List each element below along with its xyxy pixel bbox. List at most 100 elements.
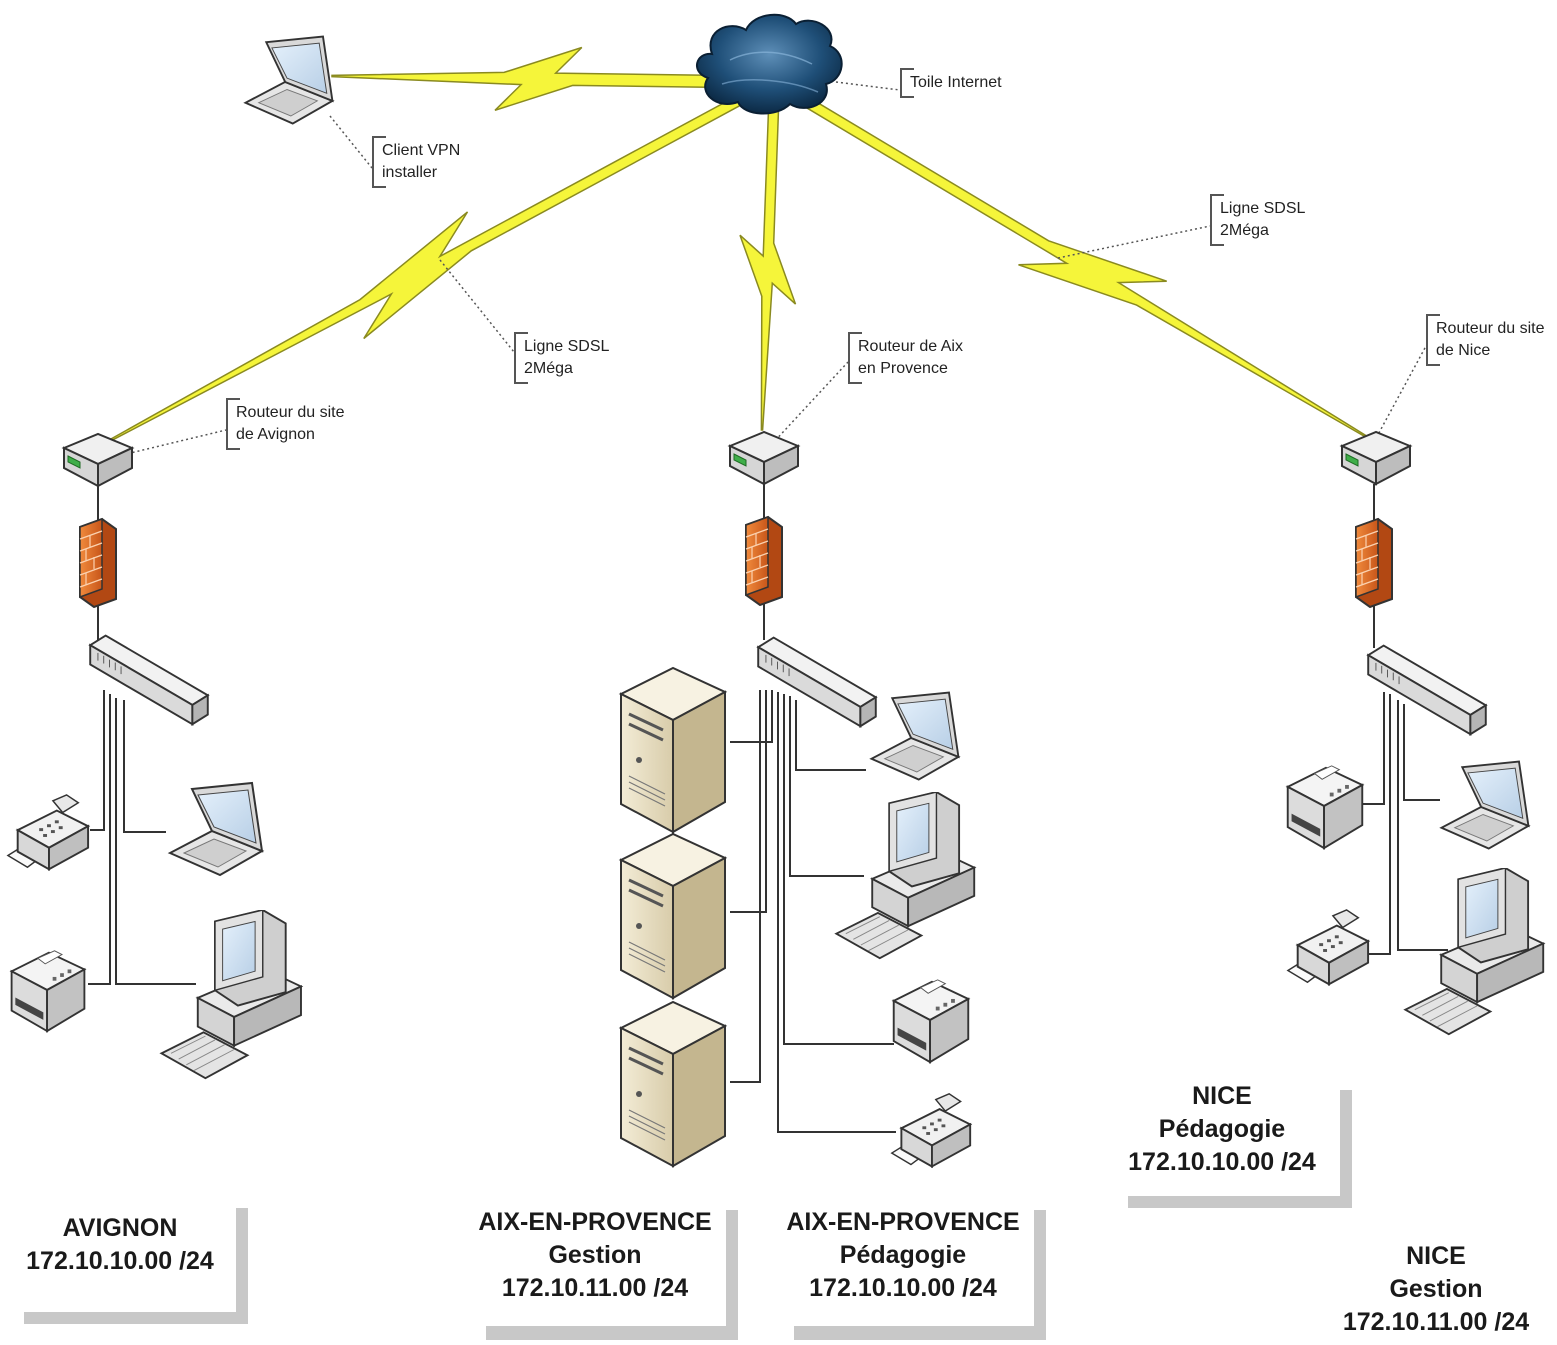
router-aix-icon — [729, 431, 799, 485]
bracket-nice-pedagogie — [1340, 1090, 1352, 1208]
server-aix-2-icon — [619, 832, 727, 1000]
printer-avignon-icon — [10, 949, 86, 1033]
cable-aix-desktop — [789, 696, 864, 877]
router-nice-icon — [1341, 431, 1411, 485]
callout-router-nice: Routeur du site de Nice — [1426, 314, 1545, 366]
cable-nice-laptop — [1403, 704, 1440, 801]
cable-avignon-laptop — [123, 700, 166, 833]
callout-internet-line1: Toile Internet — [910, 74, 1002, 91]
cable-avignon-fax — [90, 690, 105, 831]
callout-router-nice-line2: de Nice — [1436, 342, 1491, 359]
bracket-aix-gestion-base — [486, 1326, 738, 1340]
cable-nice-printer — [1360, 692, 1385, 805]
callout-router-aix-line2: en Provence — [858, 360, 948, 377]
site-aix-pedagogie-segment: Pédagogie — [839, 1241, 967, 1269]
cable-avignon-printer — [88, 694, 111, 985]
firewall-nice-icon — [1354, 517, 1394, 608]
callout-sdsl-left: Ligne SDSL 2Méga — [514, 332, 609, 384]
site-nice-pedagogie-name: NICE — [1192, 1082, 1252, 1110]
leader-router-avignon — [117, 429, 227, 457]
bracket-nice-pedagogie-base — [1128, 1196, 1352, 1208]
leader-router-aix — [771, 361, 849, 445]
site-label-aix-pedagogie: AIX-EN-PROVENCE Pédagogie 172.10.10.00 /… — [778, 1206, 1028, 1305]
wan-link-nice — [786, 86, 1374, 442]
site-nice-pedagogie-segment: Pédagogie — [1158, 1115, 1286, 1143]
internet-cloud-icon — [696, 13, 843, 115]
printer-aix-icon — [892, 978, 970, 1064]
site-aix-gestion-subnet: 172.10.11.00 /24 — [501, 1274, 689, 1302]
bracket-aix-gestion — [726, 1210, 738, 1340]
cable-nice-desktop — [1397, 700, 1448, 951]
callout-router-avignon-line1: Routeur du site — [236, 404, 345, 421]
site-label-nice-pedagogie: NICE Pédagogie 172.10.10.00 /24 — [1122, 1080, 1322, 1179]
desktop-nice-icon — [1404, 868, 1545, 1036]
callout-router-avignon: Routeur du site de Avignon — [226, 398, 345, 450]
cable-aix-server2 — [730, 690, 767, 913]
site-aix-pedagogie-subnet: 172.10.10.00 /24 — [809, 1274, 997, 1302]
site-nice-pedagogie-subnet: 172.10.10.00 /24 — [1128, 1148, 1316, 1176]
callout-sdsl-left-line2: 2Méga — [524, 360, 573, 377]
switch-avignon-icon — [89, 634, 209, 726]
laptop-nice-icon — [1440, 760, 1530, 850]
wan-links — [94, 46, 1374, 450]
cable-avignon-desktop — [115, 698, 196, 985]
bracket-avignon — [236, 1208, 248, 1324]
site-aix-gestion-name: AIX-EN-PROVENCE — [478, 1208, 712, 1236]
callout-leaders — [117, 81, 1427, 457]
site-aix-gestion-segment: Gestion — [548, 1241, 642, 1269]
lan-cabling — [88, 484, 1448, 1133]
leader-sdsl-right — [1057, 225, 1211, 259]
callout-client-vpn: Client VPN installer — [372, 136, 460, 188]
leader-internet — [835, 81, 901, 91]
bracket-aix-pedagogie — [1034, 1210, 1046, 1340]
callout-client-vpn-line2: installer — [382, 164, 438, 181]
callout-router-aix-line1: Routeur de Aix — [858, 338, 963, 355]
callout-router-avignon-line2: de Avignon — [236, 426, 315, 443]
leader-client-vpn — [329, 115, 373, 169]
cable-nice-fax — [1364, 694, 1391, 955]
site-avignon-subnet: 172.10.10.00 /24 — [26, 1247, 214, 1275]
vpn-client-laptop-icon — [244, 35, 334, 125]
printer-nice-icon — [1286, 764, 1364, 850]
laptop-aix-icon — [870, 691, 960, 781]
laptop-avignon-icon — [168, 781, 264, 877]
callout-internet: Toile Internet — [900, 68, 1002, 98]
cable-aix-server3 — [730, 690, 761, 1083]
wan-link-aix — [739, 95, 797, 431]
switch-aix-icon — [757, 636, 877, 728]
site-nice-gestion-segment: Gestion — [1389, 1275, 1483, 1303]
site-aix-pedagogie-name: AIX-EN-PROVENCE — [786, 1208, 1020, 1236]
callout-client-vpn-line1: Client VPN — [382, 142, 461, 159]
bracket-aix-pedagogie-base — [794, 1326, 1046, 1340]
callout-router-aix: Routeur de Aix en Provence — [848, 332, 963, 384]
site-nice-gestion-subnet: 172.10.11.00 /24 — [1342, 1308, 1530, 1336]
firewall-avignon-icon — [78, 517, 118, 608]
router-avignon-icon — [63, 433, 133, 487]
leader-sdsl-left — [439, 259, 515, 353]
site-nice-gestion-name: NICE — [1406, 1242, 1466, 1270]
site-label-aix-gestion: AIX-EN-PROVENCE Gestion 172.10.11.00 /24 — [470, 1206, 720, 1305]
fax-nice-icon — [1286, 908, 1370, 986]
site-label-nice-gestion: NICE Gestion 172.10.11.00 /24 — [1336, 1240, 1536, 1339]
server-aix-3-icon — [619, 1000, 727, 1168]
cable-aix-server1 — [730, 690, 773, 743]
cable-aix-printer — [783, 694, 894, 1045]
callout-sdsl-right: Ligne SDSL 2Méga — [1210, 194, 1305, 246]
firewall-aix-icon — [744, 515, 784, 606]
callout-sdsl-right-line1: Ligne SDSL — [1220, 200, 1306, 217]
desktop-avignon-icon — [160, 910, 302, 1080]
fax-avignon-icon — [6, 793, 90, 871]
bracket-avignon-base — [24, 1312, 248, 1324]
fax-aix-icon — [890, 1092, 972, 1168]
site-label-avignon: AVIGNON 172.10.10.00 /24 — [20, 1212, 220, 1278]
switch-nice-icon — [1367, 644, 1487, 736]
server-aix-1-icon — [619, 666, 727, 834]
wan-link-vpn-client — [331, 46, 763, 112]
site-avignon-name: AVIGNON — [62, 1214, 178, 1242]
callout-sdsl-right-line2: 2Méga — [1220, 222, 1269, 239]
leader-router-nice — [1373, 345, 1427, 443]
callout-router-nice-line1: Routeur du site — [1436, 320, 1545, 337]
cable-aix-fax — [777, 692, 896, 1133]
